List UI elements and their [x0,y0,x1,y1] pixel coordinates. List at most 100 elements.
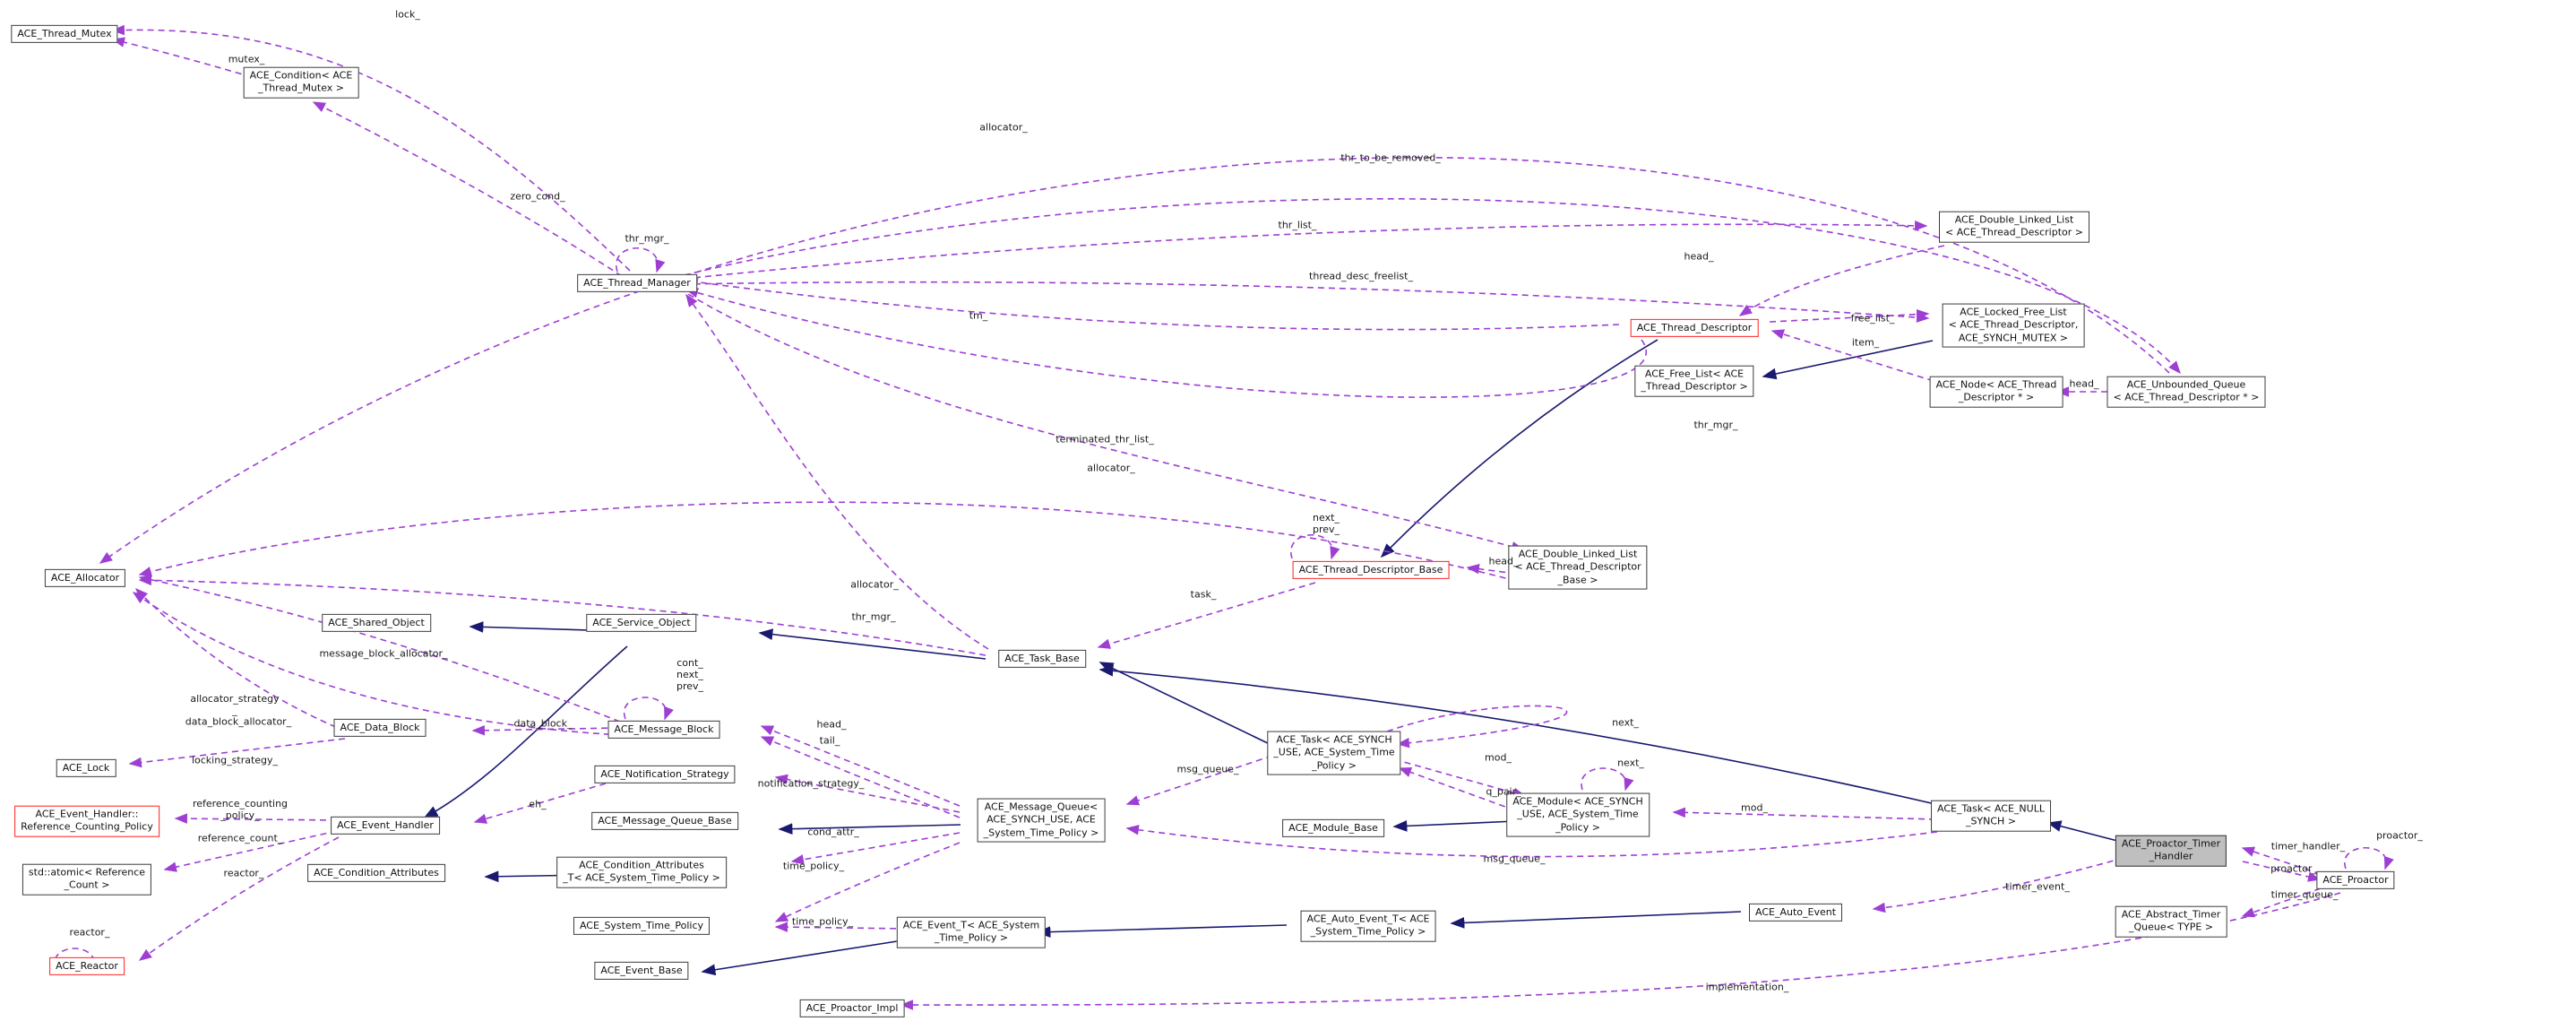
edge-cont-next-prev-35 [623,697,674,721]
node-ace-condition-thread-mutex[interactable]: ACE_Condition< ACE _Thread_Mutex > [243,66,359,99]
node-ace-module[interactable]: ACE_Module< ACE_SYNCH _USE, ACE_System_T… [1506,792,1650,837]
node-ace-thread-mutex[interactable]: ACE_Thread_Mutex [11,24,118,44]
edge-msg-queue-53 [1125,825,1938,858]
node-ace-data-block[interactable]: ACE_Data_Block [333,718,426,738]
node-ace-message-block[interactable]: ACE_Message_Block [607,720,720,740]
edge-allocator-33 [138,575,986,656]
edge-msg-queue-52 [1125,755,1273,806]
node-ace-eh-ref-counting-policy[interactable]: ACE_Event_Handler:: Reference_Counting_P… [14,805,159,837]
edge-thr-mgr-34 [685,293,989,650]
node-ace-event-handler[interactable]: ACE_Event_Handler [331,816,440,835]
edge-timer-queue-62 [2241,887,2322,918]
edge-inheritance-13 [1392,819,1517,832]
node-ace-thread-descriptor-base[interactable]: ACE_Thread_Descriptor_Base [1292,560,1450,580]
edge-inheritance-0 [1098,662,1274,747]
edge-terminated-thr-list-28 [678,288,1525,552]
node-std-atomic-reference-count[interactable]: std::atomic< Reference _Count > [22,863,152,896]
edge-head-22 [1738,245,1945,316]
edge-eh-44 [473,783,607,824]
edge-thr-list-20 [683,221,1928,280]
node-ace-event-t[interactable]: ACE_Event_T< ACE_System _Time_Policy > [896,916,1047,948]
node-ace-free-list[interactable]: ACE_Free_List< ACE _Thread_Descriptor > [1634,365,1754,397]
edge-reactor-51 [53,948,102,972]
edge-thr-to-be-removed-19 [683,198,2181,375]
node-ace-thread-manager[interactable]: ACE_Thread_Manager [577,273,697,293]
node-ace-allocator[interactable]: ACE_Allocator [44,568,126,588]
edge-data-block-allocator-39 [132,592,622,736]
edge-mod-58 [1672,807,1936,820]
edge-thread-desc-freelist-21 [683,281,1930,323]
node-ace-abstract-timer-queue[interactable]: ACE_Abstract_Timer _Queue< TYPE > [2115,905,2227,938]
edge-mod-56 [1393,758,1527,799]
edge-tm-26 [685,277,1620,331]
node-ace-message-queue-base[interactable]: ACE_Message_Queue_Base [591,811,738,831]
edge-time-policy-47 [774,922,908,932]
node-ace-notification-strategy[interactable]: ACE_Notification_Strategy [594,765,736,784]
edge-thr-mgr-17 [615,247,666,273]
node-ace-service-object[interactable]: ACE_Service_Object [586,613,697,633]
edge-mutex-15 [111,37,253,78]
edge-reference-count-49 [163,830,338,872]
node-ace-unbounded-queue[interactable]: ACE_Unbounded_Queue < ACE_Thread_Descrip… [2106,376,2266,408]
edge-notification-strategy-43 [774,774,961,813]
edge-allocator-18 [99,157,2170,564]
node-ace-double-linked-list-tdb[interactable]: ACE_Double_Linked_List < ACE_Thread_Desc… [1508,545,1648,590]
edge-locking-strategy-40 [128,738,346,768]
node-ace-double-linked-list-td[interactable]: ACE_Double_Linked_List < ACE_Thread_Desc… [1939,211,2089,243]
node-ace-condition-attributes[interactable]: ACE_Condition_Attributes [307,863,445,883]
node-ace-system-time-policy[interactable]: ACE_System_Time_Policy [573,916,711,936]
edge-lock-14 [111,24,631,272]
node-ace-message-queue[interactable]: ACE_Message_Queue< ACE_SYNCH_USE, ACE _S… [977,798,1106,843]
edge-inheritance-3 [1380,339,1658,558]
node-ace-reactor[interactable]: ACE_Reactor [49,956,125,976]
edge-cond-attr-45 [790,832,961,865]
edge-implementation-64 [900,892,2341,1010]
node-ace-event-base[interactable]: ACE_Event_Base [594,961,689,981]
node-ace-lock[interactable]: ACE_Lock [56,758,116,778]
edge-allocator-strategy-38 [134,587,347,732]
edge-head-41 [760,725,961,807]
edge-next-55 [1581,767,1634,792]
edge-inheritance-8 [778,823,961,835]
edge-task-32 [1097,582,1316,649]
edge-inheritance-12 [1450,911,1742,929]
node-ace-locked-free-list[interactable]: ACE_Locked_Free_List < ACE_Thread_Descri… [1942,303,2085,348]
node-ace-shared-object[interactable]: ACE_Shared_Object [322,613,431,633]
edge-q-pair-57 [1398,767,1516,811]
node-ace-task-synch[interactable]: ACE_Task< ACE_SYNCH _USE, ACE_System_Tim… [1267,731,1401,775]
edge-next-54 [1386,705,1568,749]
node-ace-proactor-impl[interactable]: ACE_Proactor_Impl [799,999,905,1018]
edge-inheritance-11 [1036,924,1288,938]
edge-proactor-61 [2242,861,2322,882]
node-ace-auto-event-t[interactable]: ACE_Auto_Event_T< ACE _System_Time_Polic… [1300,910,1436,942]
edge-zero-cond-16 [312,101,623,277]
edge-item-24 [1770,329,1934,382]
node-ace-condition-attributes-t[interactable]: ACE_Condition_Attributes _T< ACE_System_… [556,856,727,888]
edge-inheritance-1 [1098,664,1940,806]
edge-inheritance-5 [758,628,986,660]
node-ace-task-null-synch[interactable]: ACE_Task< ACE_NULL _SYNCH > [1931,800,2051,832]
edge-head-31 [1466,563,1517,575]
edge-next-prev-30 [1289,533,1340,560]
edge-time-policy-46 [774,842,961,922]
edge-inheritance-10 [701,939,909,976]
edge-timer-event-59 [1872,857,2124,913]
edge-allocator-29 [138,501,1517,582]
edge-tail-42 [760,736,961,818]
edge-message-block-allocator-37 [138,575,621,723]
edge-reactor-50 [138,836,340,961]
node-ace-module-base[interactable]: ACE_Module_Base [1282,818,1384,838]
edge-free-list-23 [1769,308,1930,323]
node-ace-auto-event[interactable]: ACE_Auto_Event [1748,903,1843,922]
node-ace-proactor[interactable]: ACE_Proactor [2316,870,2395,890]
node-ace-node-td[interactable]: ACE_Node< ACE_Thread _Descriptor * > [1929,376,2063,408]
edge-proactor-63 [2343,846,2394,870]
node-ace-thread-descriptor[interactable]: ACE_Thread_Descriptor [1630,318,1759,338]
node-ace-proactor-timer-handler[interactable]: ACE_Proactor_Timer _Handler [2115,835,2227,867]
edge-inheritance-7 [423,645,628,818]
edge-reference-counting-policy-48 [174,813,338,824]
edge-thr-mgr-27 [685,288,1648,398]
edge-inheritance-4 [1762,340,1934,380]
node-ace-task-base[interactable]: ACE_Task_Base [998,649,1086,669]
